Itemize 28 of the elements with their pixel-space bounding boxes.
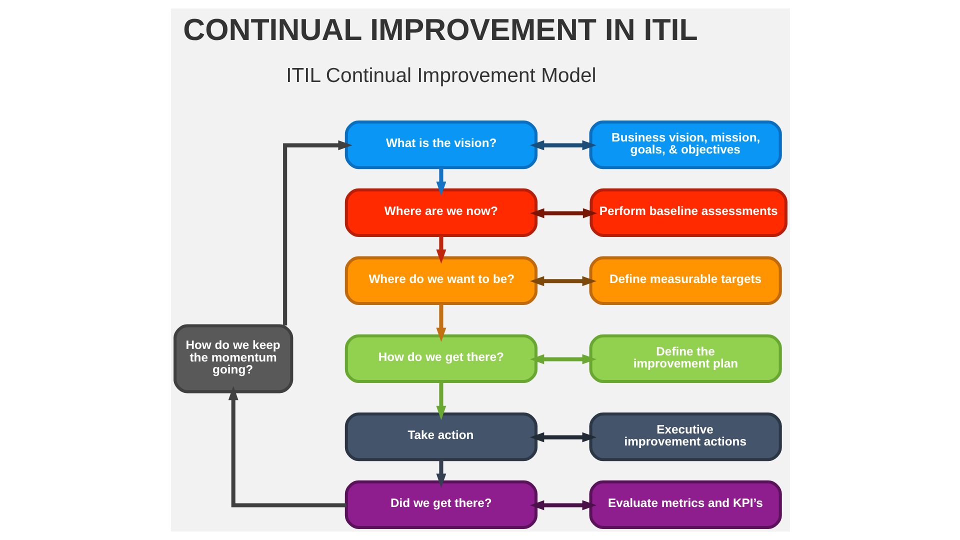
- arrow: [529, 140, 596, 150]
- diagram-title: CONTINUAL IMPROVEMENT IN ITIL: [182, 12, 698, 47]
- node-box: Define measurable targets: [588, 256, 782, 305]
- node-box: Define the improvement plan: [588, 334, 782, 384]
- node-box: Executive improvement actions: [588, 412, 782, 462]
- arrow: [436, 382, 446, 420]
- node-box: Did we get there?: [344, 480, 538, 530]
- node-box: Perform baseline assessments: [589, 188, 787, 238]
- node-box: How do we get there?: [344, 334, 538, 384]
- arrow: [530, 208, 597, 218]
- node-box: Take action: [344, 412, 538, 462]
- node-box: What is the vision?: [344, 120, 538, 170]
- arrow: [436, 168, 446, 196]
- arrow: [436, 460, 446, 488]
- arrow: [529, 276, 596, 286]
- arrow: [529, 354, 596, 364]
- arrow: [228, 386, 346, 508]
- arrow: [282, 140, 352, 326]
- node-box: Where are we now?: [344, 188, 538, 238]
- label: ITIL Continual Improvement Model: [286, 64, 596, 87]
- arrow: [436, 304, 446, 342]
- node-box: Business vision, mission, goals, & objectives: [588, 120, 782, 170]
- arrow: [529, 500, 596, 510]
- node-box: Evaluate metrics and KPI’s: [588, 480, 782, 530]
- arrow: [529, 432, 596, 442]
- node-box: How do we keep the momentum going?: [173, 324, 293, 394]
- arrow: [436, 236, 446, 264]
- node-box: Where do we want to be?: [344, 256, 538, 305]
